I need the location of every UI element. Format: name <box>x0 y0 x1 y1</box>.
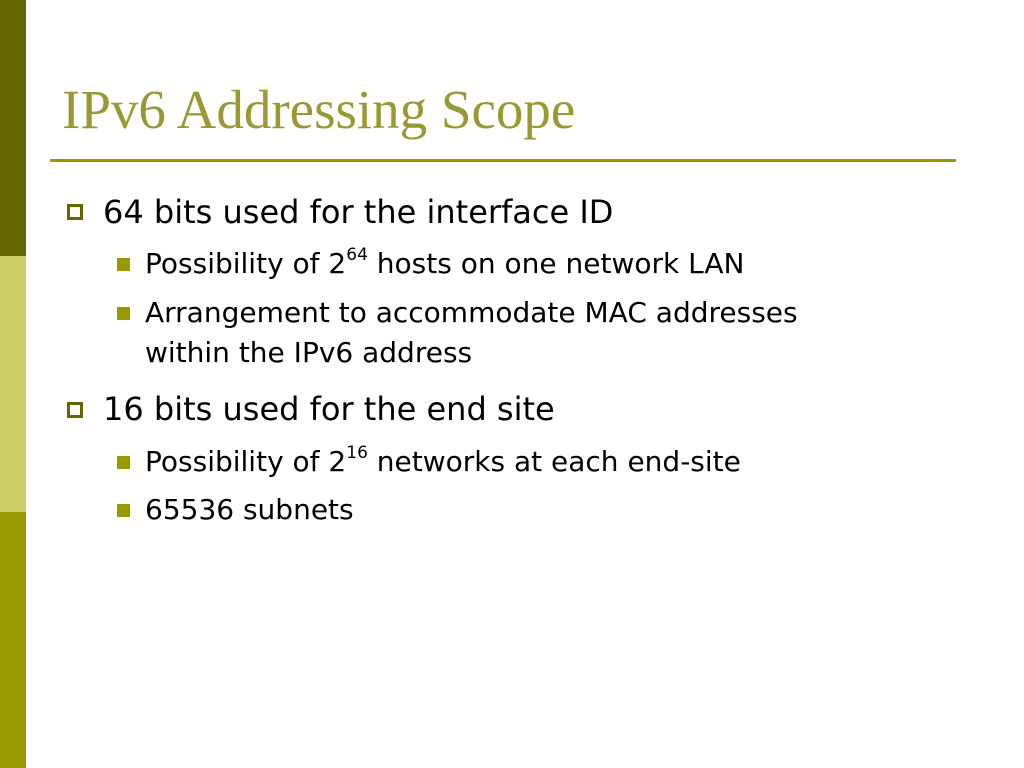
side-band-middle <box>0 256 26 512</box>
hollow-square-bullet-icon <box>67 402 83 418</box>
side-band-top <box>0 0 26 256</box>
sub-bullet-point: Possibility of 216 networks at each end-… <box>145 442 741 482</box>
side-band-bottom <box>0 512 26 768</box>
hollow-square-bullet-icon <box>67 204 83 220</box>
square-bullet-icon <box>117 456 130 469</box>
sub-bullet-point: 65536 subnets <box>145 493 354 526</box>
slide-title: IPv6 Addressing Scope <box>62 79 576 140</box>
bullet-point: 64 bits used for the interface ID <box>103 193 614 231</box>
square-bullet-icon <box>117 307 130 320</box>
sub-bullet-text: Possibility of 2 <box>145 247 347 280</box>
sub-bullet-point: Possibility of 264 hosts on one network … <box>145 244 744 284</box>
sub-bullet-point-continuation: within the IPv6 address <box>145 336 473 369</box>
square-bullet-icon <box>117 258 130 271</box>
sub-bullet-point: Arrangement to accommodate MAC addresses <box>145 296 798 329</box>
sub-bullet-text: Possibility of 2 <box>145 445 347 478</box>
square-bullet-icon <box>117 504 130 517</box>
exponent: 64 <box>346 244 368 265</box>
bullet-point: 16 bits used for the end site <box>103 390 555 428</box>
title-divider <box>50 159 956 162</box>
exponent: 16 <box>346 442 368 463</box>
sub-bullet-text: hosts on one network LAN <box>367 247 745 280</box>
sub-bullet-text: networks at each end-site <box>367 445 741 478</box>
